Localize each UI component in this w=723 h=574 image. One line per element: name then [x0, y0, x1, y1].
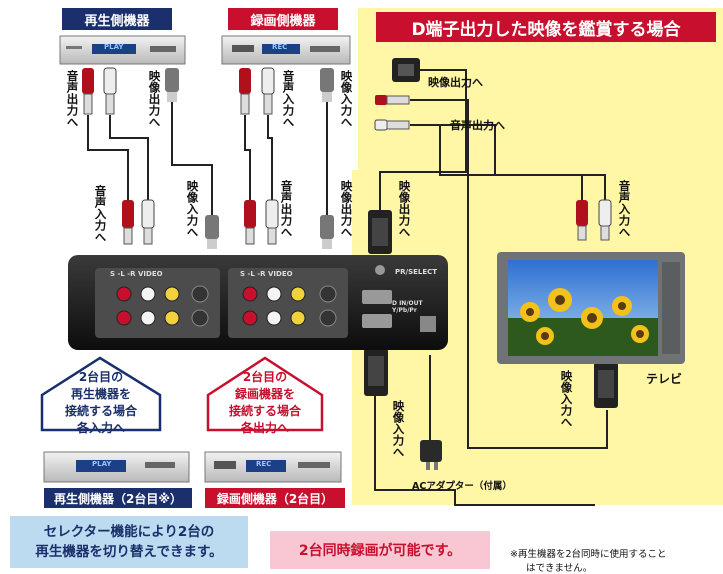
player2-callout-line: 各入力へ	[76, 421, 125, 435]
recorder2-device	[204, 451, 342, 483]
recorder2-title: 録画側機器（2台目）	[205, 488, 345, 508]
label-selector-audio-in: 音声入力へ	[93, 185, 108, 243]
tv-label: テレビ	[646, 372, 683, 386]
label-d-video-out-box: 映像出力へ	[397, 180, 412, 238]
label-d-audio-out: 音声出力へ	[450, 119, 505, 132]
player2-device	[43, 451, 190, 483]
tv	[497, 252, 685, 364]
recorder2-callout: 2台目の 録画機器を 接続する場合 各出力へ	[210, 369, 320, 437]
player2-callout-line: 2台目の	[78, 370, 124, 384]
ac-adapter	[420, 440, 442, 470]
label-recorder-audio-in: 音声入力へ	[281, 70, 296, 128]
rec-display: REC	[272, 43, 288, 51]
player2-title: 再生側機器（2台目※）	[44, 488, 192, 508]
player-plugs	[82, 67, 179, 115]
label-player-audio-out: 音声出力へ	[65, 70, 80, 128]
d-terminal-title: D端子出力した映像を鑑賞する場合	[376, 12, 716, 42]
ac-adapter-label: ACアダプター（付属）	[412, 481, 512, 492]
recorder2-callout-line: 各出力へ	[240, 421, 289, 435]
player2-callout-shape	[40, 356, 162, 432]
player-device	[59, 35, 186, 65]
play-display: PLAY	[104, 43, 124, 51]
footnote-line-1: ※再生機器を2台同時に使用すること	[510, 549, 667, 560]
recorder2-callout-line: 録画機器を	[234, 387, 295, 401]
label-tv-audio-in: 音声入力へ	[617, 180, 632, 238]
panel-right-top: PR/SELECT	[395, 268, 438, 276]
selector-note-line-1: セレクター機能により2台の	[43, 524, 215, 540]
selector-note-line-2: 再生機器を切り替えできます。	[35, 544, 223, 560]
recorder-device	[221, 35, 351, 65]
panel-label-1: S -L -R VIDEO	[110, 270, 163, 278]
label-recorder-video-in: 映像入力へ	[339, 70, 354, 128]
label-d-video-in: 映像入力へ	[391, 400, 406, 458]
play-display-2: PLAY	[92, 460, 112, 468]
label-player-video-out: 映像出力へ	[147, 70, 162, 128]
selector-note: セレクター機能により2台の 再生機器を切り替えできます。	[10, 516, 248, 568]
selector-box	[68, 255, 448, 350]
recorder-plugs	[239, 67, 334, 115]
label-selector-video-in: 映像入力へ	[185, 180, 200, 238]
recorder2-callout-line: 2台目の	[242, 370, 288, 384]
rec-display-2: REC	[256, 460, 272, 468]
player2-callout-line: 再生機器を	[70, 387, 131, 401]
player2-callout: 2台目の 再生機器を 接続する場合 各入力へ	[44, 369, 158, 437]
label-d-video-out: 映像出力へ	[428, 76, 483, 89]
label-selector-video-out: 映像出力へ	[339, 180, 354, 238]
panel-right-label: D IN/OUT Y/Pb/Pr	[392, 300, 423, 314]
player2-callout-line: 接続する場合	[64, 404, 137, 418]
recorder-title: 録画側機器	[228, 8, 338, 30]
selector-plugs	[122, 199, 334, 249]
label-selector-audio-out: 音声出力へ	[279, 180, 294, 238]
label-tv-video-in: 映像入力へ	[559, 370, 574, 428]
recorder2-callout-shape	[206, 356, 324, 432]
recorder2-callout-line: 接続する場合	[228, 404, 301, 418]
player-title: 再生側機器	[62, 8, 172, 30]
footnote-line-2: はできません。	[526, 563, 593, 574]
simul-rec-note: 2台同時録画が可能です。	[270, 531, 490, 569]
panel-label-2: S -L -R VIDEO	[240, 270, 293, 278]
d-connectors	[364, 58, 618, 408]
